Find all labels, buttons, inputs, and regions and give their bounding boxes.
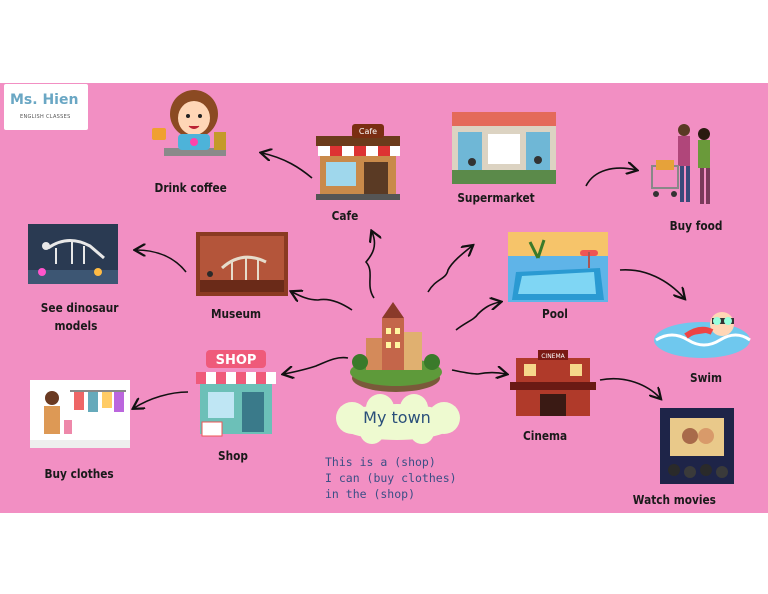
label-watch-movies: Watch movies (632, 493, 716, 507)
cinema-building-icon: CINEMA (510, 350, 596, 416)
svg-text:CINEMA: CINEMA (541, 353, 565, 360)
arrow-cafe-drink (262, 153, 313, 179)
family-shopping-cart-icon (651, 124, 710, 204)
shop-building-icon: SHOP (196, 350, 276, 437)
center-label: My town (363, 408, 431, 427)
label-museum: Museum (211, 307, 261, 321)
clothes-shop-icon (30, 380, 130, 448)
arrow-pool-swim (619, 269, 684, 298)
label-cafe: Cafe (331, 209, 359, 223)
label-shop: Shop (218, 449, 248, 463)
arrow-center-museum (292, 292, 353, 311)
arrow-super-food (585, 168, 636, 187)
label-buy-clothes: Buy clothes (44, 467, 114, 481)
dinosaur-skeleton-icon (28, 224, 118, 284)
svg-text:Cafe: Cafe (359, 127, 377, 136)
arrow-center-cafe (364, 232, 374, 299)
label-see-dinosaur-1: See dinosaur (40, 301, 119, 315)
sentence-frame: This is a (shop) I can (buy clothes) in … (325, 454, 457, 502)
arrow-center-super (427, 246, 472, 293)
arrow-center-cinema (451, 370, 506, 374)
arrow-shop-clothes (134, 391, 189, 408)
svg-text:SHOP: SHOP (216, 353, 257, 368)
arrow-center-shop (284, 356, 349, 374)
logo-subtitle: ENGLISH CLASSES (20, 114, 71, 120)
child-swimming-icon (654, 312, 751, 358)
museum-hall-icon (196, 232, 288, 296)
arrow-cinema-movies (599, 377, 660, 398)
label-see-dinosaur-2: models (54, 319, 98, 333)
label-drink-coffee: Drink coffee (154, 181, 227, 195)
movie-screen-icon (660, 408, 734, 484)
cafe-building-icon: Cafe (316, 124, 400, 200)
sentence-line-2: I can (buy clothes) (325, 471, 457, 485)
my-town-cloud (336, 394, 460, 444)
label-cinema: Cinema (523, 429, 568, 443)
sentence-line-3: in the (shop) (325, 487, 416, 501)
label-supermarket: Supermarket (457, 191, 535, 205)
logo-name: Ms. Hien (10, 92, 79, 108)
arrow-museum-dino (136, 250, 187, 273)
pool-icon (508, 232, 608, 302)
sentence-line-1: This is a (shop) (325, 455, 436, 469)
girl-drinking-coffee-icon (152, 90, 226, 156)
label-buy-food: Buy food (669, 219, 723, 233)
arrow-center-pool (455, 302, 500, 331)
supermarket-icon (452, 112, 556, 184)
label-pool: Pool (542, 307, 568, 321)
town-island-icon (350, 302, 442, 392)
logo: Ms. Hien ENGLISH CLASSES (4, 84, 88, 130)
label-swim: Swim (689, 371, 722, 385)
